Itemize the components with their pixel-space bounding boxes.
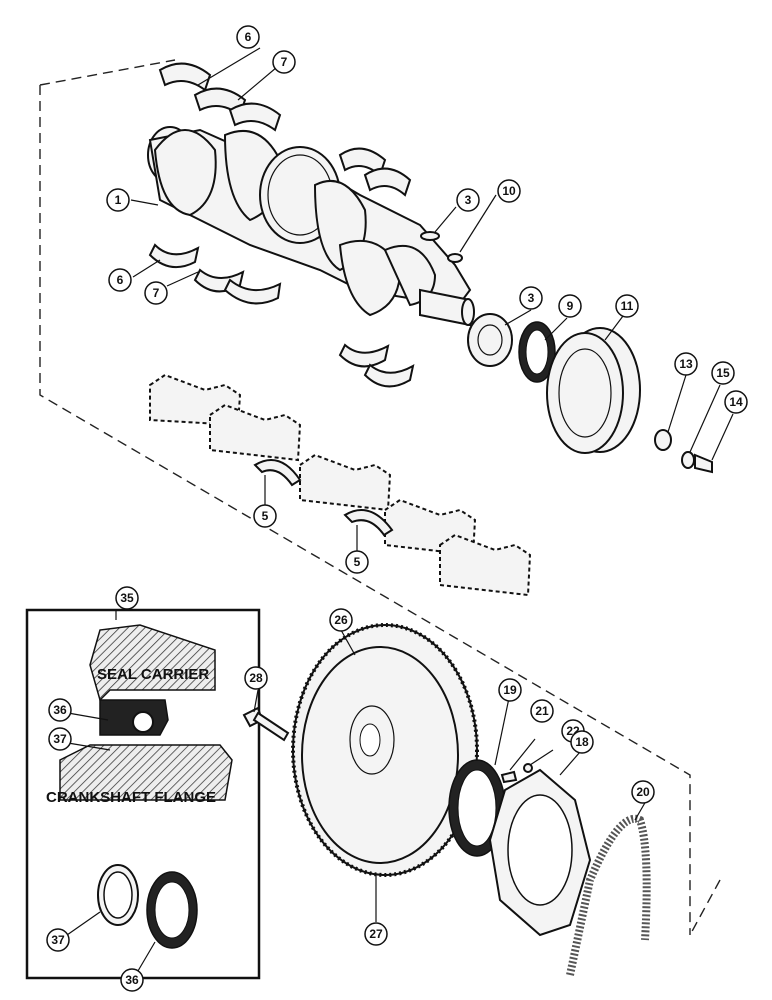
callout-21-label: 21 <box>535 704 549 718</box>
callout-5-left-label: 5 <box>262 509 269 523</box>
callout-26: 26 <box>329 608 353 632</box>
callout-15: 15 <box>711 361 735 385</box>
callout-5-right: 5 <box>345 550 369 574</box>
callout-3-key: 3 <box>456 188 480 212</box>
flywheel <box>291 623 479 877</box>
callout-1-label: 1 <box>115 193 122 207</box>
leader-lines <box>66 47 734 977</box>
callout-19-label: 19 <box>503 683 517 697</box>
callout-37-top: 37 <box>48 727 72 751</box>
rear-seal-assembly <box>448 759 651 976</box>
callout-3-gear: 3 <box>519 286 543 310</box>
callout-14-label: 14 <box>729 395 743 409</box>
callout-6-low-label: 6 <box>117 273 124 287</box>
dashed-assembly-boundary <box>39 59 721 936</box>
callout-6-top-label: 6 <box>245 30 252 44</box>
callout-9: 9 <box>558 294 582 318</box>
callout-18: 18 <box>570 730 594 754</box>
crank-front-parts <box>420 231 713 474</box>
callout-35: 35 <box>115 586 139 610</box>
callout-7-top: 7 <box>272 50 296 74</box>
callout-7-top-label: 7 <box>281 55 288 69</box>
seal-detail-inset: SEAL CARRIER CRANKSHAFT FLANGE <box>25 608 261 980</box>
flywheel-bolt <box>242 706 290 742</box>
callout-21: 21 <box>530 699 554 723</box>
callout-20: 20 <box>631 780 655 804</box>
crankshaft-flange-label: CRANKSHAFT FLANGE <box>46 789 216 806</box>
callout-11: 11 <box>615 294 639 318</box>
callout-37-top-label: 37 <box>53 732 67 746</box>
callout-37-bottom-label: 37 <box>51 933 65 947</box>
callout-20-label: 20 <box>636 785 650 799</box>
callout-3-gear-label: 3 <box>528 291 535 305</box>
callout-5-left: 5 <box>253 504 277 528</box>
seal-carrier-label: SEAL CARRIER <box>97 666 209 683</box>
callout-10-label: 10 <box>502 184 516 198</box>
callout-27: 27 <box>364 922 388 946</box>
callout-6-low: 6 <box>108 268 132 292</box>
callout-18-label: 18 <box>575 735 589 749</box>
upper-bearing-shells-6-7 <box>158 62 412 197</box>
callout-13-label: 13 <box>679 357 693 371</box>
callout-28: 28 <box>244 666 268 690</box>
callout-14: 14 <box>724 390 748 414</box>
callout-36-bottom: 36 <box>120 968 144 992</box>
lower-bearing-shells-6-7 <box>148 243 415 388</box>
callout-35-label: 35 <box>120 591 134 605</box>
callout-10: 10 <box>497 179 521 203</box>
crankshaft <box>147 126 475 327</box>
callout-3-key-label: 3 <box>465 193 472 207</box>
callout-7-low: 7 <box>144 281 168 305</box>
callout-36-top: 36 <box>48 698 72 722</box>
callout-5-right-label: 5 <box>354 555 361 569</box>
callout-26-label: 26 <box>334 613 348 627</box>
callout-27-label: 27 <box>369 927 383 941</box>
callout-19: 19 <box>498 678 522 702</box>
callout-13: 13 <box>674 352 698 376</box>
callout-28-label: 28 <box>249 671 263 685</box>
callout-9-label: 9 <box>567 299 574 313</box>
callout-6-top: 6 <box>236 25 260 49</box>
callout-36-top-label: 36 <box>53 703 67 717</box>
callout-11-label: 11 <box>621 299 634 313</box>
main-bearing-caps <box>149 373 532 597</box>
callout-36-bottom-label: 36 <box>125 973 139 987</box>
callout-1: 1 <box>106 188 130 212</box>
callout-37-bottom: 37 <box>46 928 70 952</box>
callout-15-label: 15 <box>716 366 730 380</box>
callout-7-low-label: 7 <box>153 286 160 300</box>
